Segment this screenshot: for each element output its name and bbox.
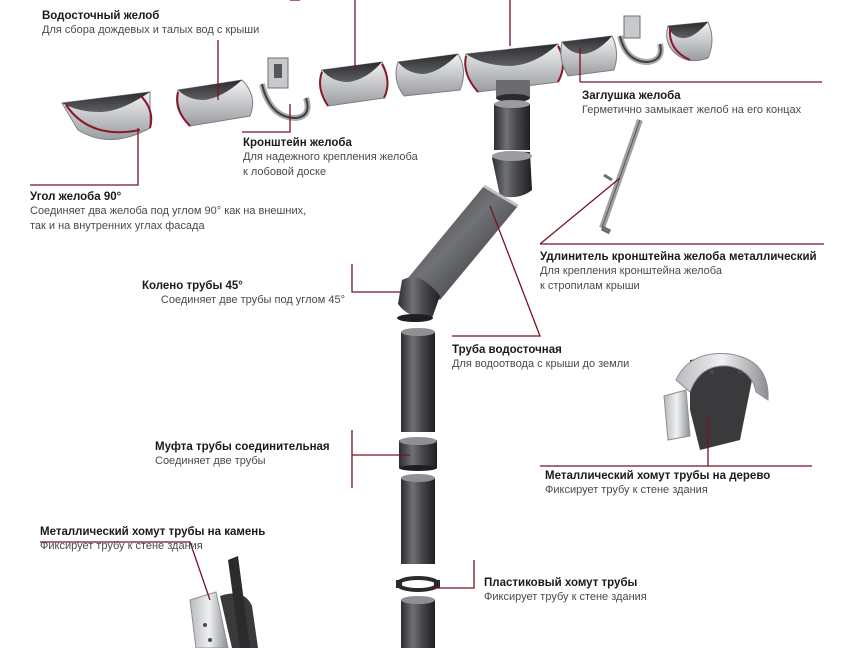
- stone-clamp-part: [189, 556, 258, 648]
- pipe-segment-part: [401, 596, 435, 648]
- gutter-connector-part: [319, 61, 389, 107]
- gutter-outlet-part: [464, 43, 564, 102]
- label-wood-clamp-title: Металлический хомут трубы на дерево: [545, 470, 771, 482]
- label-extender-desc-1: Для крепления кронштейна желоба: [540, 265, 722, 277]
- label-bracket: Кронштейн желоба Для надежного крепления…: [243, 136, 418, 180]
- label-wood-clamp: Металлический хомут трубы на дерево Фикс…: [545, 469, 770, 498]
- label-bracket-desc-2: к лобовой доске: [243, 166, 327, 178]
- label-end-cap: Заглушка желоба Герметично замыкает жело…: [582, 89, 801, 118]
- leader-line-end-cap: [579, 48, 822, 83]
- label-corner-title: Угол желоба 90°: [30, 191, 122, 203]
- gutter-segment-part: [395, 53, 464, 97]
- label-plastic-clamp-desc: Фиксирует трубу к стене здания: [484, 591, 647, 603]
- label-coupling-title: Муфта трубы соединительная: [155, 441, 330, 453]
- label-stone-clamp: Металлический хомут трубы на камень Фикс…: [40, 525, 265, 554]
- label-coupling: Муфта трубы соединительная Соединяет две…: [155, 440, 330, 469]
- gutter-segment-part: [560, 35, 618, 77]
- leader-line-plastic-clamp: [430, 560, 475, 589]
- label-bracket-title: Кронштейн желоба: [243, 137, 352, 149]
- label-pipe: Труба водосточная Для водоотвода с крыши…: [452, 343, 629, 372]
- leader-line-elbow: [351, 264, 400, 293]
- leader-line-pipe: [452, 205, 541, 337]
- label-pipe-title: Труба водосточная: [452, 344, 562, 356]
- leader-line-extender: [539, 177, 824, 245]
- label-end-cap-desc: Герметично замыкает желоб на его концах: [582, 104, 802, 116]
- label-gutter: Водосточный желоб Для сбора дождевых и т…: [42, 9, 259, 38]
- bracket-extender-part: [599, 119, 643, 235]
- label-coupling-desc: Соединяет две трубы: [155, 455, 266, 467]
- gutter-corner-part: [61, 91, 153, 140]
- label-elbow-title: Колено трубы 45°: [142, 280, 243, 292]
- label-extender-desc-2: к стропилам крыши: [540, 280, 640, 292]
- label-bracket-desc-1: Для надежного крепления желоба: [243, 151, 418, 163]
- gutter-bracket-part: [259, 57, 311, 122]
- leader-line-stone-clamp: [40, 541, 211, 601]
- label-gutter-desc: Для сбора дождевых и талых вод с крыши: [42, 24, 260, 36]
- label-plastic-clamp: Пластиковый хомут трубы Фиксирует трубу …: [484, 576, 647, 605]
- leader-line-bracket: [242, 104, 291, 133]
- label-stone-clamp-desc: Фиксирует трубу к стене здания: [40, 540, 203, 552]
- pipe-segment-part: [401, 328, 435, 432]
- label-stone-clamp-title: Металлический хомут трубы на камень: [40, 526, 266, 538]
- leader-line-wood-clamp: [540, 418, 812, 467]
- gutter-segment-part: [176, 79, 254, 127]
- label-corner-desc-1: Соединяет два желоба под углом 90° как н…: [30, 205, 307, 217]
- label-plastic-clamp-title: Пластиковый хомут трубы: [484, 577, 638, 589]
- label-extender-title: Удлинитель кронштейна желоба металлическ…: [540, 251, 817, 263]
- label-corner-desc-2: так и на внутренних углах фасада: [30, 220, 205, 232]
- label-wood-clamp-desc: Фиксирует трубу к стене здания: [545, 484, 708, 496]
- wood-clamp-part: [663, 353, 769, 450]
- leader-lines: [30, 0, 824, 601]
- pipe-coupling-part: [399, 437, 437, 471]
- label-pipe-desc: Для водоотвода с крыши до земли: [452, 358, 630, 370]
- label-corner: Угол желоба 90° Соединяет два желоба под…: [30, 190, 306, 234]
- pipe-diagonal-part: [408, 184, 519, 300]
- label-elbow: Колено трубы 45° Соединяет две трубы под…: [130, 279, 345, 308]
- leader-line-coupling: [351, 430, 410, 488]
- pipe-upper-part: [494, 100, 530, 150]
- label-end-cap-title: Заглушка желоба: [582, 90, 681, 102]
- label-gutter-title: Водосточный желоб: [42, 10, 160, 22]
- pipe-segment-part: [401, 474, 435, 564]
- label-extender: Удлинитель кронштейна желоба металлическ…: [540, 250, 817, 294]
- plastic-clamp-part: [396, 576, 440, 592]
- pipe-elbow-45-part: [397, 277, 440, 322]
- label-elbow-desc: Соединяет две трубы под углом 45°: [160, 294, 345, 306]
- leader-line-corner: [30, 128, 139, 186]
- gutter-bracket-part: [617, 15, 664, 66]
- pipe-elbow-upper-part: [492, 151, 532, 198]
- gutter-end-cap-part: [666, 21, 713, 62]
